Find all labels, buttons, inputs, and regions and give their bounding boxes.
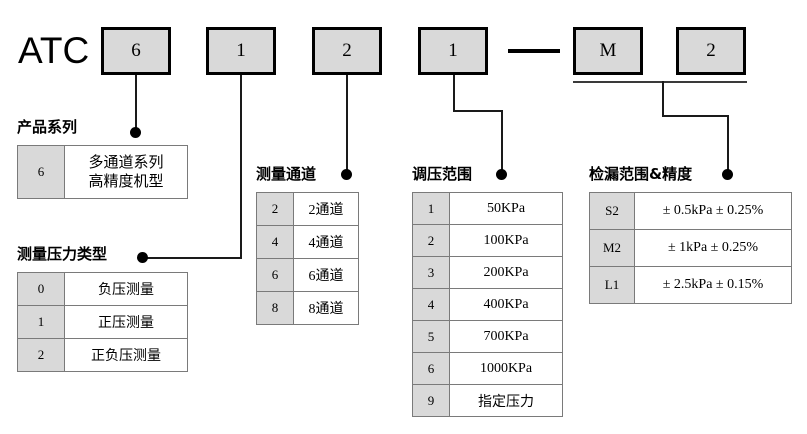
- code-box-pressure-type[interactable]: 1: [206, 27, 276, 75]
- connector-pressure-type-dot: [137, 252, 148, 263]
- code-box-series[interactable]: 6: [101, 27, 171, 75]
- heading-product-series: 产品系列: [17, 118, 78, 136]
- heading-leak-range-accuracy: 检漏范围&精度: [589, 165, 693, 183]
- connector-pressure-type-vline: [240, 75, 242, 259]
- cell-desc: 200KPa: [449, 256, 563, 289]
- code-box-leak-digit[interactable]: 2: [676, 27, 746, 75]
- table-row: 2 正负压测量: [17, 338, 188, 372]
- table-row: S2 ± 0.5kPa ± 0.25%: [589, 192, 792, 230]
- cell-desc: 8通道: [293, 291, 359, 325]
- table-row: M2 ± 1kPa ± 0.25%: [589, 229, 792, 267]
- table-row: 2 2通道: [256, 192, 359, 226]
- brand-label: ATC: [18, 30, 90, 71]
- cell-desc-line1: 多通道系列: [88, 152, 164, 171]
- code-box-pressure-range[interactable]: 1: [418, 27, 488, 75]
- table-row: L1 ± 2.5kPa ± 0.15%: [589, 266, 792, 304]
- cell-desc: 400KPa: [449, 288, 563, 321]
- cell-desc: 指定压力: [449, 384, 563, 417]
- connector-pressure-type-hline: [143, 257, 242, 259]
- cell-desc: ± 0.5kPa ± 0.25%: [634, 192, 792, 230]
- cell-code: 1: [412, 192, 450, 225]
- cell-code: 2: [412, 224, 450, 257]
- cell-code: 4: [256, 225, 294, 259]
- table-leak-range-accuracy: S2 ± 0.5kPa ± 0.25% M2 ± 1kPa ± 0.25% L1…: [589, 192, 792, 304]
- cell-desc: 负压测量: [64, 272, 188, 306]
- cell-desc-line2: 高精度机型: [88, 172, 164, 190]
- cell-code: 0: [17, 272, 65, 306]
- cell-desc: 4通道: [293, 225, 359, 259]
- table-row: 0 负压测量: [17, 272, 188, 306]
- cell-code: 1: [17, 305, 65, 339]
- cell-code: 6: [17, 145, 65, 199]
- connector-pressure-range-vline1: [453, 75, 455, 112]
- cell-desc: ± 2.5kPa ± 0.15%: [634, 266, 792, 304]
- separator-dash: [508, 49, 560, 53]
- table-row: 1 正压测量: [17, 305, 188, 339]
- table-measure-pressure-type: 0 负压测量 1 正压测量 2 正负压测量: [17, 272, 188, 372]
- table-row: 3 200KPa: [412, 256, 563, 289]
- connector-channels-dot: [341, 169, 352, 180]
- cell-code: 2: [256, 192, 294, 226]
- connector-leak-bracket: [573, 81, 747, 83]
- heading-measure-channels: 测量通道: [256, 165, 317, 183]
- cell-code: 4: [412, 288, 450, 321]
- table-row: 5 700KPa: [412, 320, 563, 353]
- table-row: 6 多通道系列 高精度机型: [17, 145, 188, 199]
- cell-code: 6: [412, 352, 450, 385]
- table-product-series: 6 多通道系列 高精度机型: [17, 145, 188, 199]
- table-row: 8 8通道: [256, 291, 359, 325]
- table-row: 4 400KPa: [412, 288, 563, 321]
- cell-code: 2: [17, 338, 65, 372]
- cell-desc: 50KPa: [449, 192, 563, 225]
- cell-code: 9: [412, 384, 450, 417]
- connector-channels-line: [346, 75, 348, 173]
- table-row: 2 100KPa: [412, 224, 563, 257]
- connector-pressure-range-vline2: [501, 110, 503, 173]
- cell-code: S2: [589, 192, 635, 230]
- code-box-leak-letter[interactable]: M: [573, 27, 643, 75]
- cell-code: 8: [256, 291, 294, 325]
- cell-desc: 6通道: [293, 258, 359, 292]
- heading-pressure-adjust-range: 调压范围: [412, 165, 473, 183]
- cell-desc: 1000KPa: [449, 352, 563, 385]
- connector-leak-hline: [662, 115, 729, 117]
- cell-code: 5: [412, 320, 450, 353]
- connector-series-dot: [130, 127, 141, 138]
- cell-code: 3: [412, 256, 450, 289]
- cell-desc: 正负压测量: [64, 338, 188, 372]
- code-box-channels[interactable]: 2: [312, 27, 382, 75]
- table-row: 6 1000KPa: [412, 352, 563, 385]
- cell-code: L1: [589, 266, 635, 304]
- table-row: 1 50KPa: [412, 192, 563, 225]
- cell-code: M2: [589, 229, 635, 267]
- cell-desc: 700KPa: [449, 320, 563, 353]
- connector-leak-vline1: [662, 81, 664, 117]
- cell-code: 6: [256, 258, 294, 292]
- table-pressure-adjust-range: 1 50KPa 2 100KPa 3 200KPa 4 400KPa 5 700…: [412, 192, 563, 417]
- connector-leak-dot: [722, 169, 733, 180]
- cell-desc: 2通道: [293, 192, 359, 226]
- connector-series-line: [135, 75, 137, 131]
- connector-pressure-range-hline: [453, 110, 503, 112]
- connector-pressure-range-dot: [496, 169, 507, 180]
- cell-desc: 正压测量: [64, 305, 188, 339]
- cell-desc: 100KPa: [449, 224, 563, 257]
- table-row: 6 6通道: [256, 258, 359, 292]
- cell-desc: ± 1kPa ± 0.25%: [634, 229, 792, 267]
- heading-measure-pressure-type: 测量压力类型: [17, 245, 108, 263]
- cell-desc: 多通道系列 高精度机型: [64, 145, 188, 199]
- table-row: 4 4通道: [256, 225, 359, 259]
- table-row: 9 指定压力: [412, 384, 563, 417]
- connector-leak-vline2: [727, 115, 729, 173]
- table-measure-channels: 2 2通道 4 4通道 6 6通道 8 8通道: [256, 192, 359, 325]
